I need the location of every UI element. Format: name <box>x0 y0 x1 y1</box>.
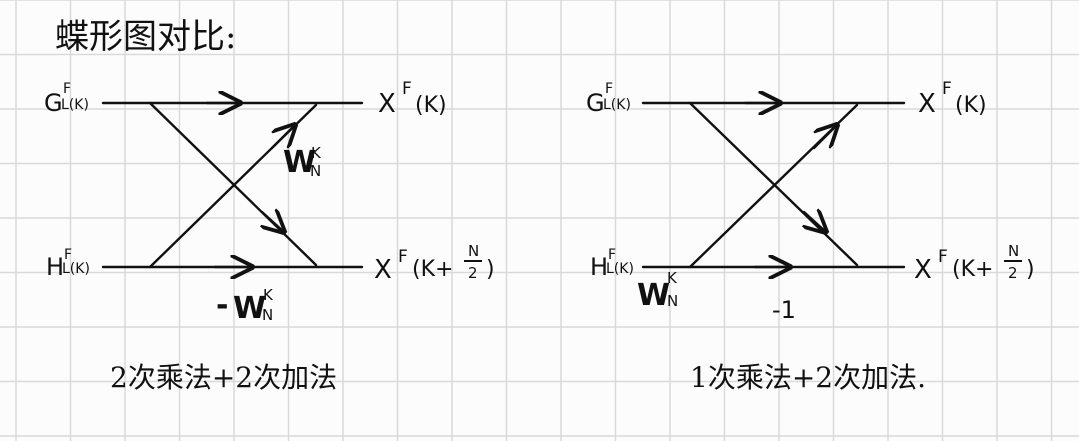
svg-text:X: X <box>918 89 936 119</box>
right-cost-note: 1次乘法+2次加法. <box>690 361 926 394</box>
svg-text:X: X <box>374 255 392 285</box>
svg-text:G: G <box>586 89 605 117</box>
left-input-g: G F L(K) <box>44 81 89 117</box>
svg-text:K: K <box>263 286 274 304</box>
svg-text:F: F <box>63 81 71 97</box>
svg-text:W: W <box>637 278 670 313</box>
left-butterfly <box>101 101 364 267</box>
svg-text:): ) <box>486 257 495 282</box>
svg-text:-: - <box>216 288 228 323</box>
svg-text:H: H <box>590 253 608 281</box>
svg-text:2: 2 <box>1008 264 1018 282</box>
left-diagonal-down <box>148 101 318 267</box>
svg-text:F: F <box>942 79 952 99</box>
svg-text:F: F <box>938 247 948 267</box>
left-weight-top: W K N <box>283 144 322 180</box>
left-diag-up-arrow <box>270 125 295 150</box>
left-output-top: X F (K) <box>378 79 447 119</box>
svg-text:W: W <box>233 291 266 326</box>
svg-text:(K): (K) <box>415 93 447 118</box>
right-output-top: X F (K) <box>918 79 987 119</box>
svg-text:X: X <box>378 89 396 119</box>
svg-text:F: F <box>608 247 616 263</box>
svg-text:L(K): L(K) <box>62 261 90 277</box>
svg-text:L(K): L(K) <box>603 97 631 113</box>
svg-text:G: G <box>44 89 63 117</box>
svg-text:F: F <box>64 247 72 263</box>
svg-text:K: K <box>667 269 678 287</box>
right-weight: W K N <box>637 269 678 313</box>
svg-text:L(K): L(K) <box>606 261 634 277</box>
left-diag-down-arrow <box>262 212 284 232</box>
svg-text:2: 2 <box>468 264 478 282</box>
svg-text:N: N <box>262 306 273 324</box>
left-output-bottom: X F (K+ N 2 ) <box>374 242 495 285</box>
right-diagonal-down <box>688 101 859 267</box>
svg-text:(K+: (K+ <box>412 257 453 282</box>
right-diag-down-arrow <box>804 212 826 232</box>
right-input-g: G F L(K) <box>586 81 631 117</box>
svg-text:N: N <box>310 162 321 180</box>
svg-text:N: N <box>468 242 479 260</box>
svg-text:W: W <box>283 145 316 180</box>
svg-text:F: F <box>402 79 412 99</box>
svg-text:F: F <box>605 81 613 97</box>
svg-text:L(K): L(K) <box>61 97 89 113</box>
right-minus-one: -1 <box>772 296 796 324</box>
svg-text:H: H <box>46 253 64 281</box>
svg-text:F: F <box>398 247 408 267</box>
left-input-h: H F L(K) <box>46 247 90 281</box>
svg-text:K: K <box>311 144 322 162</box>
diagram-title: 蝶形图对比: <box>55 17 236 57</box>
left-weight-bottom: - W K N <box>216 286 274 326</box>
svg-text:(K): (K) <box>955 93 987 118</box>
svg-text:(K+: (K+ <box>952 257 993 282</box>
right-input-h: H F L(K) <box>590 247 634 281</box>
svg-text:N: N <box>1008 242 1019 260</box>
svg-text:X: X <box>914 255 932 285</box>
right-butterfly <box>641 101 906 267</box>
right-diag-up-arrow <box>812 125 837 150</box>
right-output-bottom: X F (K+ N 2 ) <box>914 242 1035 285</box>
svg-text:): ) <box>1026 257 1035 282</box>
svg-text:N: N <box>667 292 678 310</box>
left-cost-note: 2次乘法+2次加法 <box>110 361 337 394</box>
